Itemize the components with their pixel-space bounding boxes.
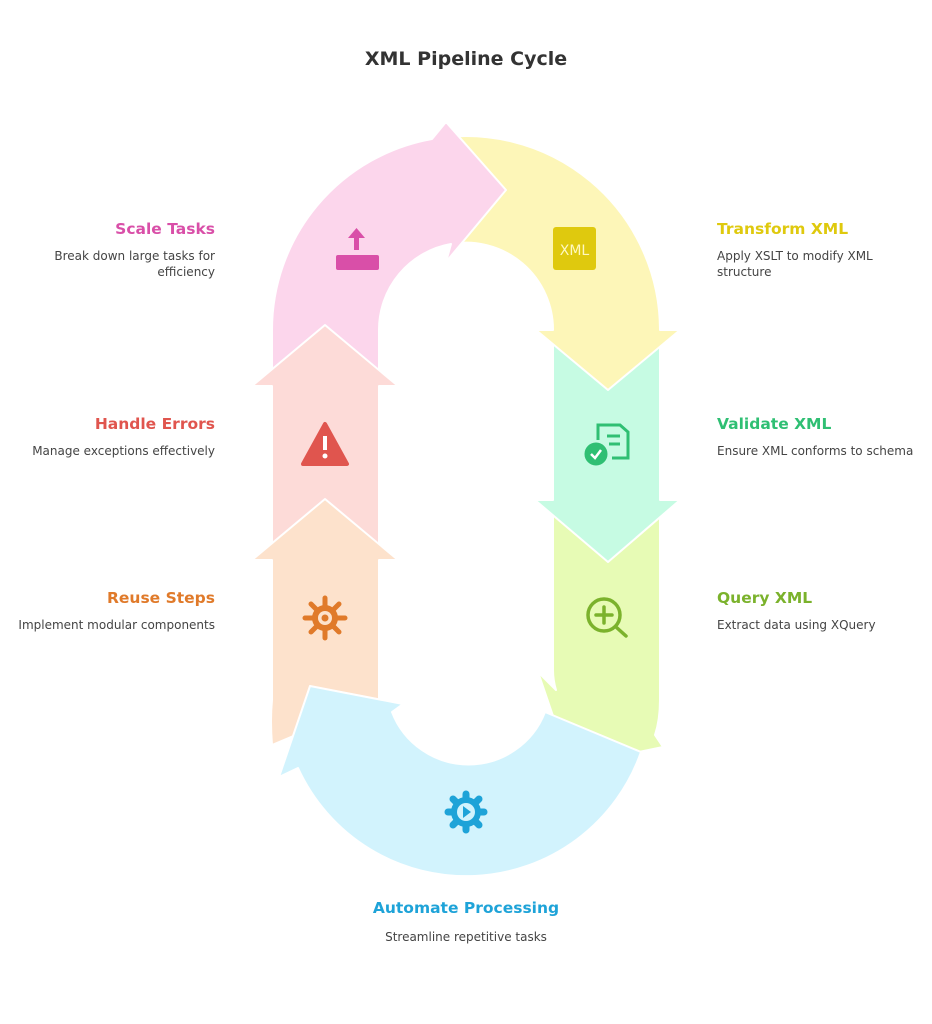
gear-play-icon xyxy=(444,790,488,834)
upload-icon xyxy=(336,228,379,270)
step-description: Extract data using XQuery xyxy=(717,618,876,632)
arrow-validate-xml xyxy=(534,339,681,563)
step-description: Break down large tasks for efficiency xyxy=(54,249,215,279)
step-title: Automate Processing xyxy=(372,899,560,917)
step-automate-processing: Automate Processing Streamline repetitiv… xyxy=(366,897,566,945)
step-description: Ensure XML conforms to schema xyxy=(717,444,914,458)
step-title: Validate XML xyxy=(717,415,832,433)
warning-icon xyxy=(301,422,349,466)
step-scale-tasks: Scale Tasks Break down large tasks for e… xyxy=(15,220,215,280)
step-description: Streamline repetitive tasks xyxy=(385,930,547,944)
diagram-title: XML Pipeline Cycle xyxy=(364,48,568,70)
step-reuse-steps: Reuse Steps Implement modular components xyxy=(15,589,215,633)
gear-icon xyxy=(302,595,348,641)
step-title: Query XML xyxy=(717,589,813,607)
document-check-icon xyxy=(584,423,630,466)
step-description: Apply XSLT to modify XML structure xyxy=(717,249,873,279)
svg-text:XML: XML xyxy=(560,243,590,259)
step-description: Manage exceptions effectively xyxy=(32,444,215,458)
arrow-scale-tasks xyxy=(271,121,507,373)
step-title: Transform XML xyxy=(717,220,849,238)
step-transform-xml: Transform XML Apply XSLT to modify XML s… xyxy=(717,220,917,280)
xml-file-icon: XML xyxy=(553,227,596,270)
arrow-automate-processing xyxy=(278,685,642,878)
step-handle-errors: Handle Errors Manage exceptions effectiv… xyxy=(15,415,215,459)
step-description: Implement modular components xyxy=(18,618,215,632)
step-title: Handle Errors xyxy=(94,415,215,433)
step-title: Scale Tasks xyxy=(115,220,215,238)
zoom-in-icon xyxy=(586,597,628,638)
step-validate-xml: Validate XML Ensure XML conforms to sche… xyxy=(717,415,917,459)
step-query-xml: Query XML Extract data using XQuery xyxy=(717,589,917,633)
step-title: Reuse Steps xyxy=(106,589,215,607)
